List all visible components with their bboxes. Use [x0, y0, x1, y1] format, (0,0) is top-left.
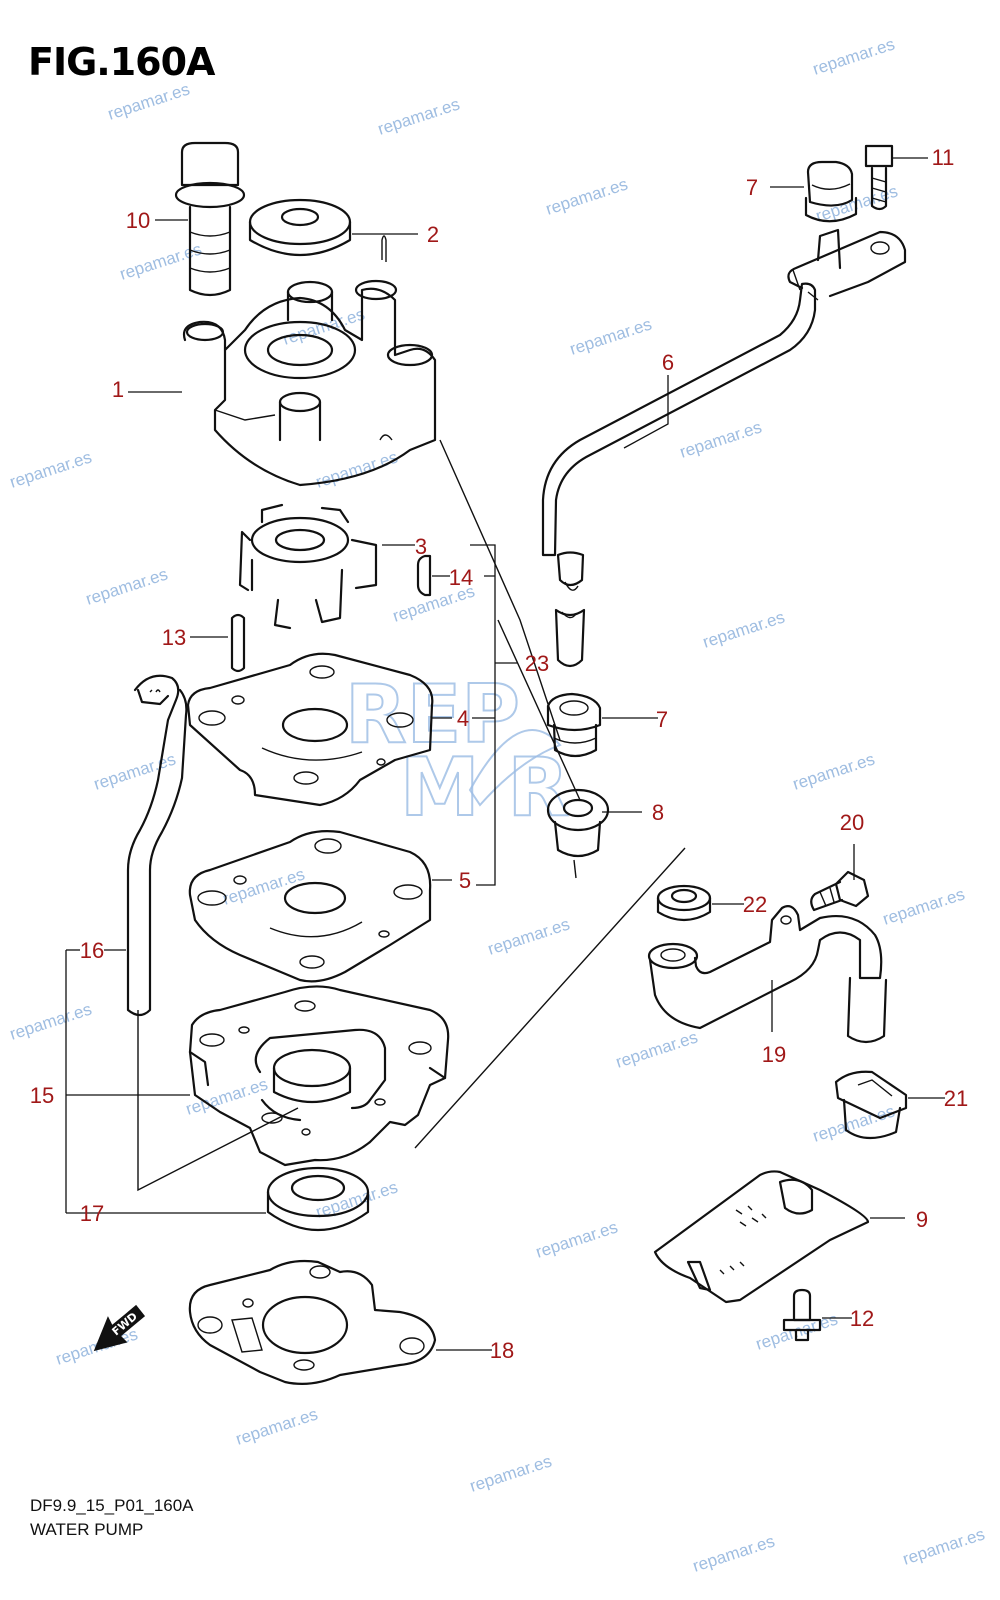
callout-3: 3 [415, 534, 427, 559]
callout-16: 16 [80, 938, 104, 963]
watermark-text: repamar.es [313, 447, 400, 491]
callout-8: 8 [652, 800, 664, 825]
watermark-text: repamar.es [810, 1101, 897, 1145]
callout-23: 23 [525, 651, 549, 676]
watermark-text: repamar.es [690, 1531, 777, 1575]
callout-7-upper: 7 [746, 175, 758, 200]
callout-labels: 1 2 3 4 5 6 7 7 8 9 10 11 12 13 14 15 16… [30, 145, 968, 1363]
figure-title: FIG.160A [28, 40, 215, 84]
callout-7-lower: 7 [656, 707, 668, 732]
watermark-text: repamar.es [543, 174, 630, 218]
watermark-text: repamar.es [900, 1524, 987, 1568]
watermark-text: repamar.es [677, 417, 764, 461]
leader-lines [65, 157, 945, 1351]
part-7-grommet-upper [804, 160, 858, 223]
watermark-text: repamar.es [91, 749, 178, 793]
callout-22: 22 [743, 892, 767, 917]
diagram-code: DF9.9_15_P01_160A [30, 1496, 194, 1515]
watermark-text: repamar.es [233, 1404, 320, 1448]
part-16-hose [126, 674, 188, 1017]
part-20-bolt [810, 870, 870, 912]
callout-19: 19 [762, 1042, 786, 1067]
callout-2: 2 [427, 222, 439, 247]
watermark-text: repamar.es [105, 79, 192, 123]
watermark-logo: REP M R [344, 667, 570, 835]
part-12-screw [782, 1288, 822, 1342]
callout-10: 10 [126, 208, 150, 233]
callout-11: 11 [932, 145, 955, 170]
callout-5: 5 [459, 868, 471, 893]
watermark-text: repamar.es [83, 564, 170, 608]
callout-18: 18 [490, 1338, 514, 1363]
watermark-text: repamar.es [375, 94, 462, 138]
callout-9: 9 [916, 1207, 928, 1232]
part-1-pump-housing [182, 235, 437, 487]
part-10-bolt [174, 141, 246, 297]
callout-20: 20 [840, 810, 864, 835]
part-6-water-tube [541, 228, 907, 668]
watermark-text: repamar.es [467, 1451, 554, 1495]
part-13-pin [230, 613, 246, 673]
part-7-grommet-lower [546, 692, 602, 758]
part-21-grommet [834, 1070, 908, 1140]
callout-1: 1 [112, 377, 124, 402]
callout-6: 6 [662, 350, 674, 375]
callout-21: 21 [944, 1086, 968, 1111]
part-22-grommet [656, 884, 712, 922]
callout-12: 12 [850, 1306, 874, 1331]
callout-13: 13 [162, 625, 186, 650]
diagram-caption: WATER PUMP [30, 1520, 144, 1539]
watermark-text: repamar.es [880, 884, 967, 928]
watermark-logo-bottom: M R [400, 741, 569, 834]
watermark-text: repamar.es [567, 314, 654, 358]
watermark-text: repamar.es [7, 999, 94, 1043]
watermark-text: repamar.es [790, 749, 877, 793]
watermark-text: repamar.es [485, 914, 572, 958]
watermark-text: repamar.es [810, 34, 897, 78]
callout-14: 14 [449, 565, 473, 590]
part-18-gasket [188, 1259, 437, 1385]
part-14-key [416, 554, 432, 597]
part-4-gasket [186, 652, 434, 807]
part-2-seal [248, 198, 352, 256]
watermark-text: repamar.es [7, 447, 94, 491]
callout-4: 4 [457, 706, 469, 731]
callout-15: 15 [30, 1083, 54, 1108]
part-9-plate [653, 1170, 870, 1304]
part-8-grommet [546, 788, 610, 879]
part-15-lower-plate [188, 985, 450, 1167]
callout-17: 17 [80, 1201, 104, 1226]
watermark-text: repamar.es [700, 607, 787, 651]
watermark-text: repamar.es [117, 239, 204, 283]
part-17-oil-seal [266, 1166, 370, 1231]
part-3-impeller [238, 503, 378, 630]
watermark-text: repamar.es [613, 1027, 700, 1071]
part-5-gasket [188, 830, 432, 983]
part-19-pipe [647, 905, 888, 1044]
part-11-screw [864, 144, 894, 211]
watermark-text: repamar.es [533, 1217, 620, 1261]
